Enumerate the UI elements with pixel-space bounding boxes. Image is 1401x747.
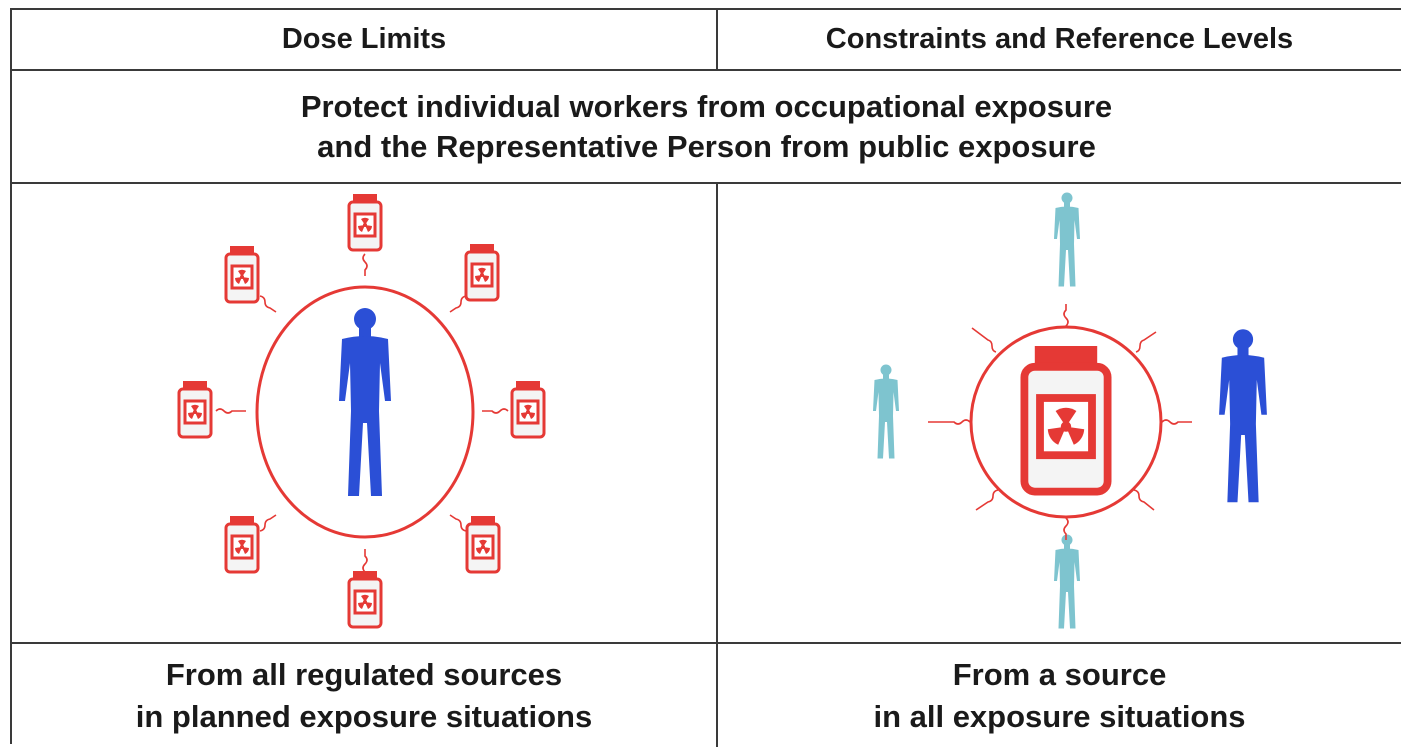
source-boundary-circle bbox=[969, 325, 1163, 519]
radioactive-bottle-icon bbox=[510, 379, 546, 439]
footer-left-line-1: From all regulated sources bbox=[165, 656, 563, 692]
constraints-diagram bbox=[873, 192, 1267, 629]
person-boundary-circle bbox=[255, 285, 475, 539]
person-icon bbox=[339, 308, 391, 496]
purpose-line-1: Protect individual workers from occupati… bbox=[300, 88, 1113, 124]
footer-right-line-2: in all exposure situations bbox=[873, 698, 1246, 734]
footer-right: From a source in all exposure situations bbox=[718, 644, 1401, 747]
radioactive-bottle-icon bbox=[465, 514, 501, 574]
row-divider bbox=[10, 642, 1401, 644]
row-divider bbox=[10, 69, 1401, 71]
radioactive-bottle-icon bbox=[347, 192, 383, 252]
header-dose-limits: Dose Limits bbox=[281, 23, 447, 55]
radioactive-bottle-icon bbox=[224, 244, 260, 304]
person-icon bbox=[1219, 329, 1267, 503]
radioactive-bottle-icon bbox=[347, 569, 383, 629]
footer-right-line-1: From a source bbox=[952, 656, 1167, 692]
radioactive-bottle-icon bbox=[464, 242, 500, 302]
header-constraints-reference-levels: Constraints and Reference Levels bbox=[825, 23, 1294, 55]
radioactive-bottle-icon bbox=[177, 379, 213, 439]
person-icon bbox=[1054, 192, 1080, 287]
row-divider bbox=[10, 182, 1401, 184]
person-icon bbox=[873, 364, 899, 459]
footer-left: From all regulated sources in planned ex… bbox=[12, 644, 716, 747]
radioactive-bottle-icon bbox=[1024, 346, 1107, 492]
dose-limits-diagram bbox=[177, 192, 546, 629]
table-frame bbox=[10, 8, 1401, 744]
radioactive-bottle-icon bbox=[224, 514, 260, 574]
person-icon bbox=[1054, 534, 1080, 629]
radiation-wave-arrows bbox=[928, 304, 1192, 540]
column-divider bbox=[716, 182, 718, 747]
purpose-statement: Protect individual workers from occupati… bbox=[12, 71, 1401, 182]
radiation-wave-arrows bbox=[215, 253, 509, 573]
purpose-line-2: and the Representative Person from publi… bbox=[317, 128, 1096, 164]
footer-left-line-2: in planned exposure situations bbox=[135, 698, 593, 734]
column-divider bbox=[716, 8, 718, 70]
